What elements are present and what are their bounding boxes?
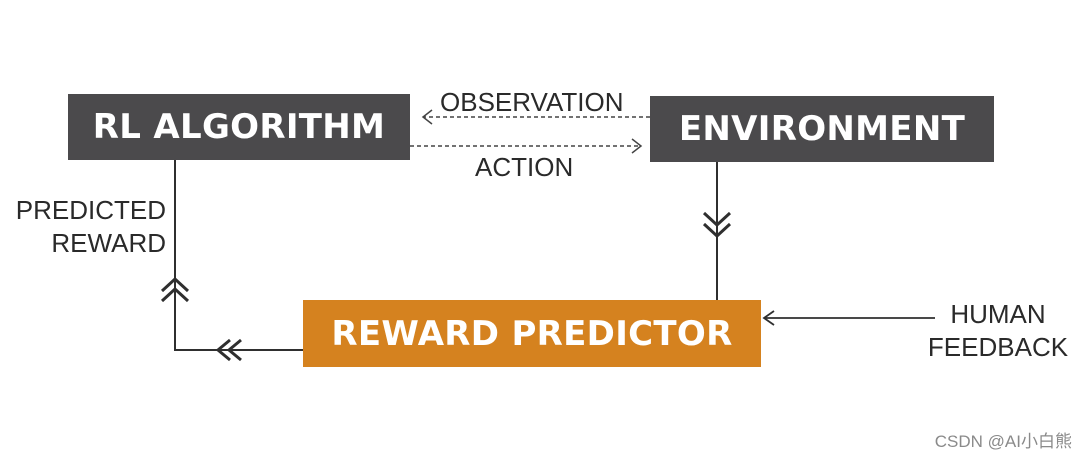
rl-algorithm-label: RL ALGORITHM xyxy=(92,107,386,147)
human-feedback-arrow xyxy=(762,310,935,326)
predicted-reward-label: PREDICTED REWARD xyxy=(6,194,166,260)
action-arrow xyxy=(410,138,643,154)
action-label: ACTION xyxy=(475,152,574,182)
predicted-reward-line1: PREDICTED xyxy=(15,195,166,225)
environment-label: ENVIRONMENT xyxy=(678,109,966,149)
watermark: CSDN @AI小白熊 xyxy=(934,432,1072,451)
human-feedback-line1: HUMAN xyxy=(950,299,1046,329)
env-to-predictor-line xyxy=(702,162,732,300)
observation-arrow xyxy=(421,109,650,125)
observation-label: OBSERVATION xyxy=(440,87,624,117)
rl-algorithm-node: RL ALGORITHM xyxy=(68,94,410,160)
environment-node: ENVIRONMENT xyxy=(650,96,994,162)
reward-predictor-label: REWARD PREDICTOR xyxy=(331,313,733,354)
human-feedback-line2: FEEDBACK xyxy=(927,332,1069,362)
predicted-reward-line2: REWARD xyxy=(51,228,166,258)
human-feedback-label: HUMAN FEEDBACK xyxy=(920,298,1076,364)
predicted-reward-line xyxy=(160,160,303,362)
reward-predictor-node: REWARD PREDICTOR xyxy=(303,300,761,367)
